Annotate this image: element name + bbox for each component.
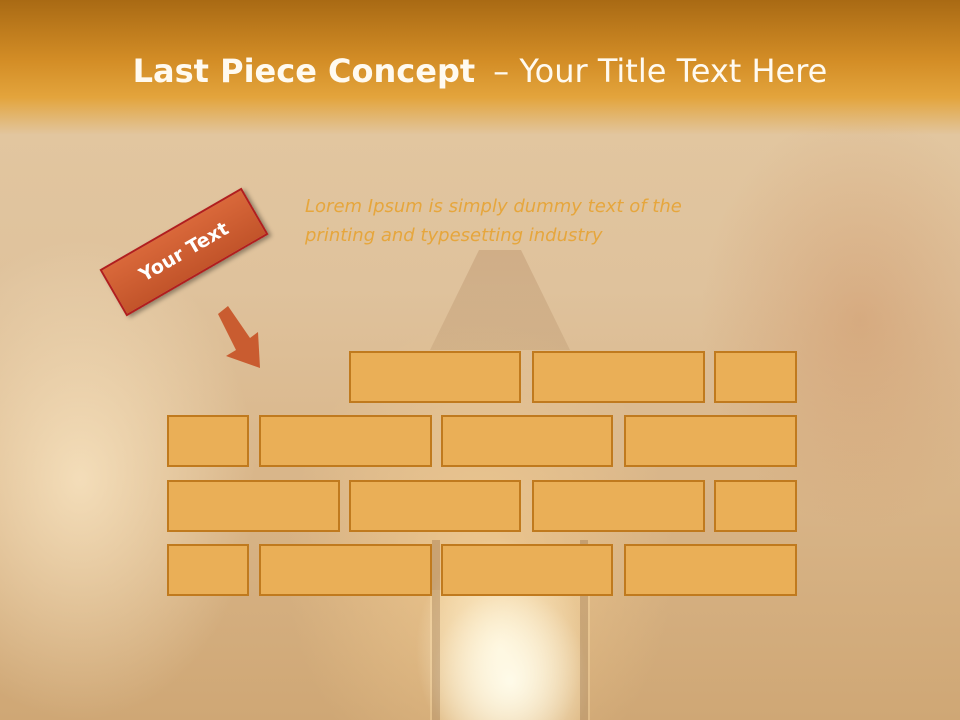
brick[interactable]: [624, 415, 797, 467]
brick[interactable]: [349, 351, 521, 403]
lantern-frame: [580, 540, 588, 720]
brick[interactable]: [349, 480, 521, 532]
brick[interactable]: [167, 415, 249, 467]
brick[interactable]: [714, 351, 797, 403]
title-main: Last Piece Concept: [132, 52, 476, 90]
brick[interactable]: [441, 544, 613, 596]
brick[interactable]: [259, 544, 432, 596]
lantern-glow: [430, 590, 590, 720]
title-dash: –: [493, 52, 510, 90]
brick[interactable]: [714, 480, 797, 532]
slide-title[interactable]: Last Piece Concept– Your Title Text Here: [0, 52, 960, 102]
lorem-text[interactable]: Lorem Ipsum is simply dummy text of the …: [305, 196, 682, 246]
brick[interactable]: [259, 415, 432, 467]
title-subtitle: Your Title Text Here: [519, 52, 828, 90]
brick[interactable]: [167, 544, 249, 596]
lantern-frame: [432, 540, 440, 720]
brick[interactable]: [532, 480, 705, 532]
brick[interactable]: [167, 480, 340, 532]
lantern-roof: [430, 250, 570, 350]
brick[interactable]: [624, 544, 797, 596]
brick[interactable]: [441, 415, 613, 467]
brick[interactable]: [532, 351, 705, 403]
title-banner: [0, 0, 960, 135]
down-right-arrow-icon: [218, 306, 260, 368]
